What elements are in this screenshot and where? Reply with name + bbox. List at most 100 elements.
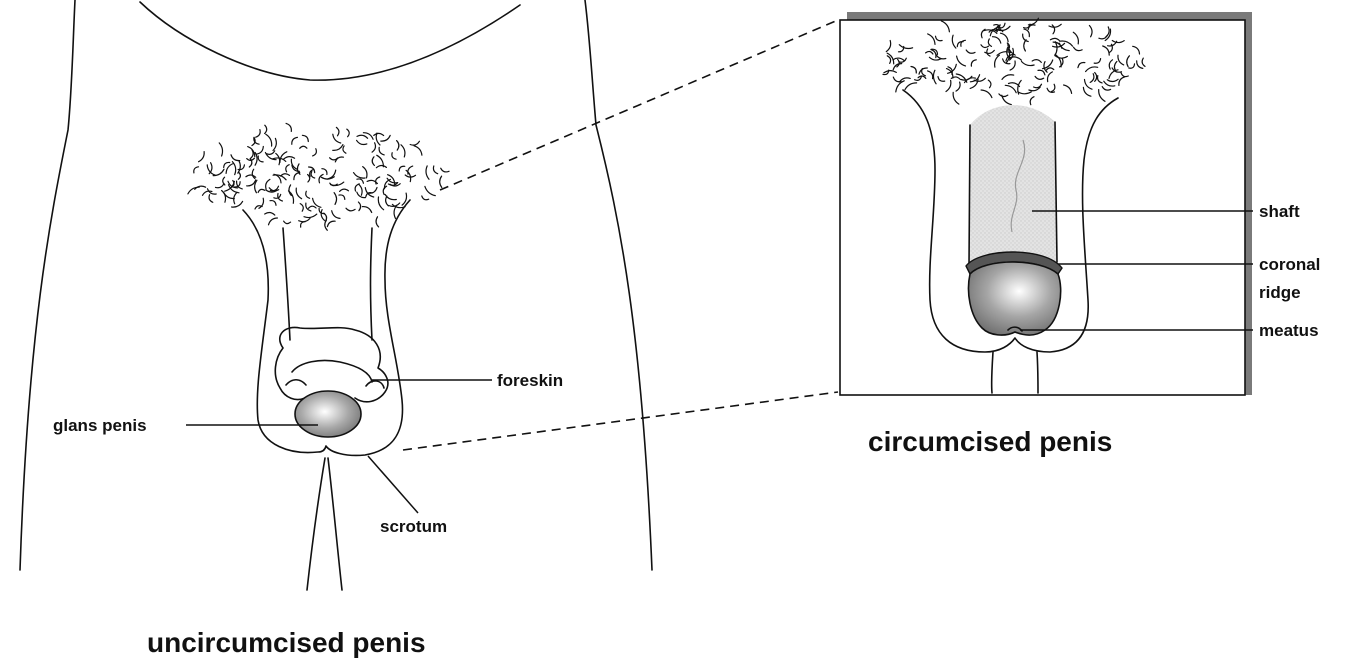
hair-stroke (379, 147, 384, 155)
hair-stroke (339, 195, 345, 199)
hair-stroke (258, 189, 265, 192)
hair-stroke (376, 166, 386, 168)
uncircumcised-title: uncircumcised penis (147, 627, 426, 658)
coronal-label: coronal (1259, 255, 1320, 274)
hair-stroke (414, 146, 422, 155)
hair-stroke (340, 189, 349, 191)
hair-stroke (372, 143, 375, 152)
hair-stroke (273, 138, 276, 150)
shaft-line-left (283, 228, 290, 340)
hair-stroke (219, 143, 222, 156)
hair-stroke (441, 168, 449, 172)
hair-stroke (306, 191, 310, 198)
hair-stroke (270, 201, 276, 206)
hair-stroke (238, 172, 240, 179)
foreskin-fold-inner2 (286, 380, 384, 388)
hair-stroke (246, 175, 256, 177)
right-body-outline (585, 0, 652, 570)
hair-stroke (440, 176, 442, 187)
hair-stroke (252, 169, 255, 178)
circumcised-illustration: shaft coronal ridge meatus circumcised p… (840, 12, 1320, 457)
hair-stroke (284, 221, 291, 224)
hair-stroke (300, 146, 307, 148)
hair-stroke (392, 153, 396, 160)
zoom-line-bottom (403, 392, 838, 450)
hair-stroke (304, 214, 317, 217)
hair-stroke (286, 165, 289, 172)
hair-stroke (426, 166, 429, 179)
hair-stroke (300, 204, 303, 212)
hair-stroke (425, 186, 435, 195)
hair-stroke (362, 207, 371, 213)
hair-stroke (265, 213, 275, 216)
hair-stroke (376, 133, 380, 145)
hair-stroke (322, 169, 327, 175)
hair-stroke (286, 123, 291, 131)
hair-stroke (226, 164, 233, 174)
circumcised-title: circumcised penis (868, 426, 1112, 457)
circumcised-glans-shape (969, 262, 1061, 335)
hair-stroke (265, 125, 267, 133)
hair-stroke (333, 145, 343, 151)
hair-stroke (188, 187, 199, 194)
hair-stroke (334, 193, 336, 205)
hair-stroke (194, 167, 199, 173)
hair-stroke (321, 210, 324, 221)
hair-stroke (357, 140, 367, 144)
hair-stroke (238, 161, 241, 174)
foreskin-fold-inner (292, 360, 372, 382)
hair-stroke (299, 218, 310, 221)
hair-stroke (410, 141, 419, 145)
scrotum-leader (368, 456, 418, 513)
shaft-outline-left (969, 125, 970, 266)
hair-stroke (378, 197, 383, 210)
shaft-line-right (371, 228, 373, 340)
hair-stroke (389, 203, 400, 206)
hair-stroke (347, 129, 349, 137)
hair-stroke (399, 166, 405, 171)
hair-stroke (216, 183, 225, 187)
hair-stroke (222, 191, 226, 203)
hair-stroke (336, 127, 339, 135)
glans-penis-label: glans penis (53, 416, 147, 435)
hair-stroke (327, 221, 335, 226)
hair-stroke (238, 165, 244, 170)
belly-curve (140, 2, 520, 80)
hair-stroke (256, 130, 260, 138)
hair-stroke (232, 201, 243, 207)
hair-stroke (284, 157, 295, 159)
hair-stroke (319, 174, 323, 182)
hair-stroke (276, 153, 280, 164)
scrotum-label: scrotum (380, 517, 447, 536)
hair-stroke (433, 166, 437, 174)
hair-stroke (357, 135, 368, 138)
hair-stroke (401, 145, 405, 157)
hair-stroke (259, 198, 264, 208)
hair-stroke (363, 167, 367, 178)
hair-stroke (385, 195, 396, 200)
hair-stroke (376, 217, 379, 227)
hair-stroke (335, 157, 343, 162)
left-body-outline (20, 0, 75, 570)
meatus-label: meatus (1259, 321, 1319, 340)
ridge-label: ridge (1259, 283, 1301, 302)
hair-stroke (422, 196, 429, 200)
hair-stroke (354, 173, 366, 179)
shaft-label: shaft (1259, 202, 1300, 221)
hair-stroke (257, 147, 264, 155)
hair-stroke (209, 195, 213, 203)
hair-stroke (199, 152, 205, 162)
hair-stroke (346, 208, 355, 211)
pubic-hair-left (188, 123, 449, 230)
hair-stroke (258, 156, 263, 162)
hair-stroke (266, 151, 275, 155)
uncircumcised-illustration: foreskin glans penis scrotum uncircumcis… (20, 0, 652, 658)
inner-thigh-right (328, 458, 342, 590)
hair-stroke (231, 155, 240, 161)
hair-stroke (248, 147, 255, 157)
shaft-shape (969, 105, 1057, 266)
hair-stroke (397, 141, 399, 151)
hair-stroke (332, 211, 340, 219)
hair-stroke (358, 184, 362, 195)
